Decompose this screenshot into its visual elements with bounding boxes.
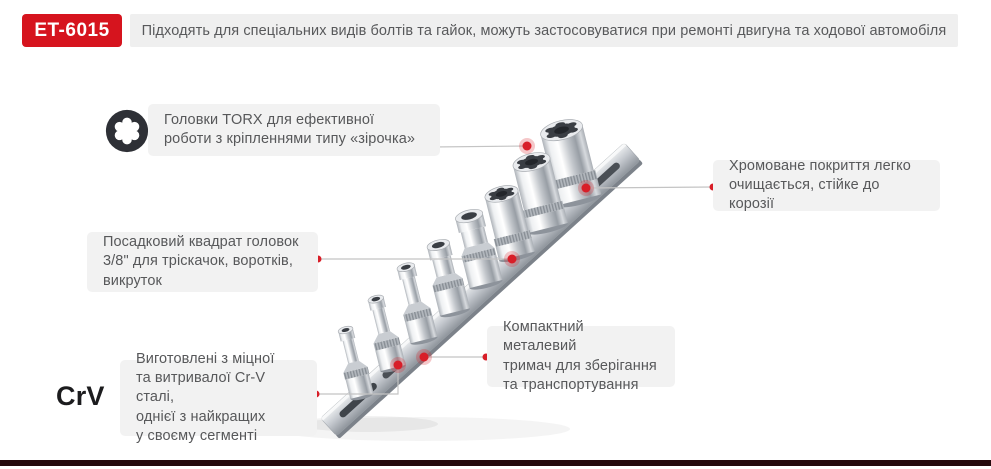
torx-sockets (337, 119, 602, 401)
crv-steel-label: CrV (56, 381, 105, 411)
tagline-text: Підходять для спеціальних видів болтів т… (141, 22, 947, 39)
model-badge-label: ET-6015 (34, 19, 110, 41)
connector-dots (312, 138, 717, 398)
callout-crv-steel: Виготовлені з міцної та витривалої Cr-V … (120, 351, 317, 444)
torx-socket-icon (105, 109, 149, 153)
socket-e-large-3 (484, 185, 535, 263)
socket-e-small-1 (396, 262, 438, 345)
callout-crv-steel-text: Виготовлені з міцної та витривалої Cr-V … (136, 350, 275, 444)
callout-chrome-coating: Хромоване покриття легко очищається, сті… (713, 158, 940, 212)
connector-chrome (585, 186, 714, 189)
model-badge: ET-6015 (22, 14, 122, 47)
socket-e-medium-2 (426, 239, 471, 318)
socket-e-large-2 (512, 152, 568, 235)
callout-metal-holder-text: Компактний металевий тримач для зберіган… (503, 318, 657, 393)
connector-torx (431, 145, 528, 148)
tagline-bar: Підходять для спеціальних видів болтів т… (130, 14, 958, 47)
socket-e-small-3 (337, 325, 374, 401)
callout-metal-holder: Компактний металевий тримач для зберіган… (487, 319, 675, 393)
callout-square-drive: Посадковий квадрат головок 3/8" для тріс… (87, 232, 318, 292)
footer-accent-bar (0, 460, 991, 466)
callout-torx-text: Головки TORX для ефективної роботи з крі… (164, 111, 416, 147)
callout-square-drive-text: Посадковий квадрат головок 3/8" для тріс… (103, 234, 299, 289)
callout-torx-heads: Головки TORX для ефективної роботи з крі… (148, 104, 440, 156)
socket-e-medium-1 (455, 208, 503, 290)
connector-crv (316, 365, 399, 395)
callout-chrome-text: Хромоване покриття легко очищається, сті… (729, 157, 911, 213)
